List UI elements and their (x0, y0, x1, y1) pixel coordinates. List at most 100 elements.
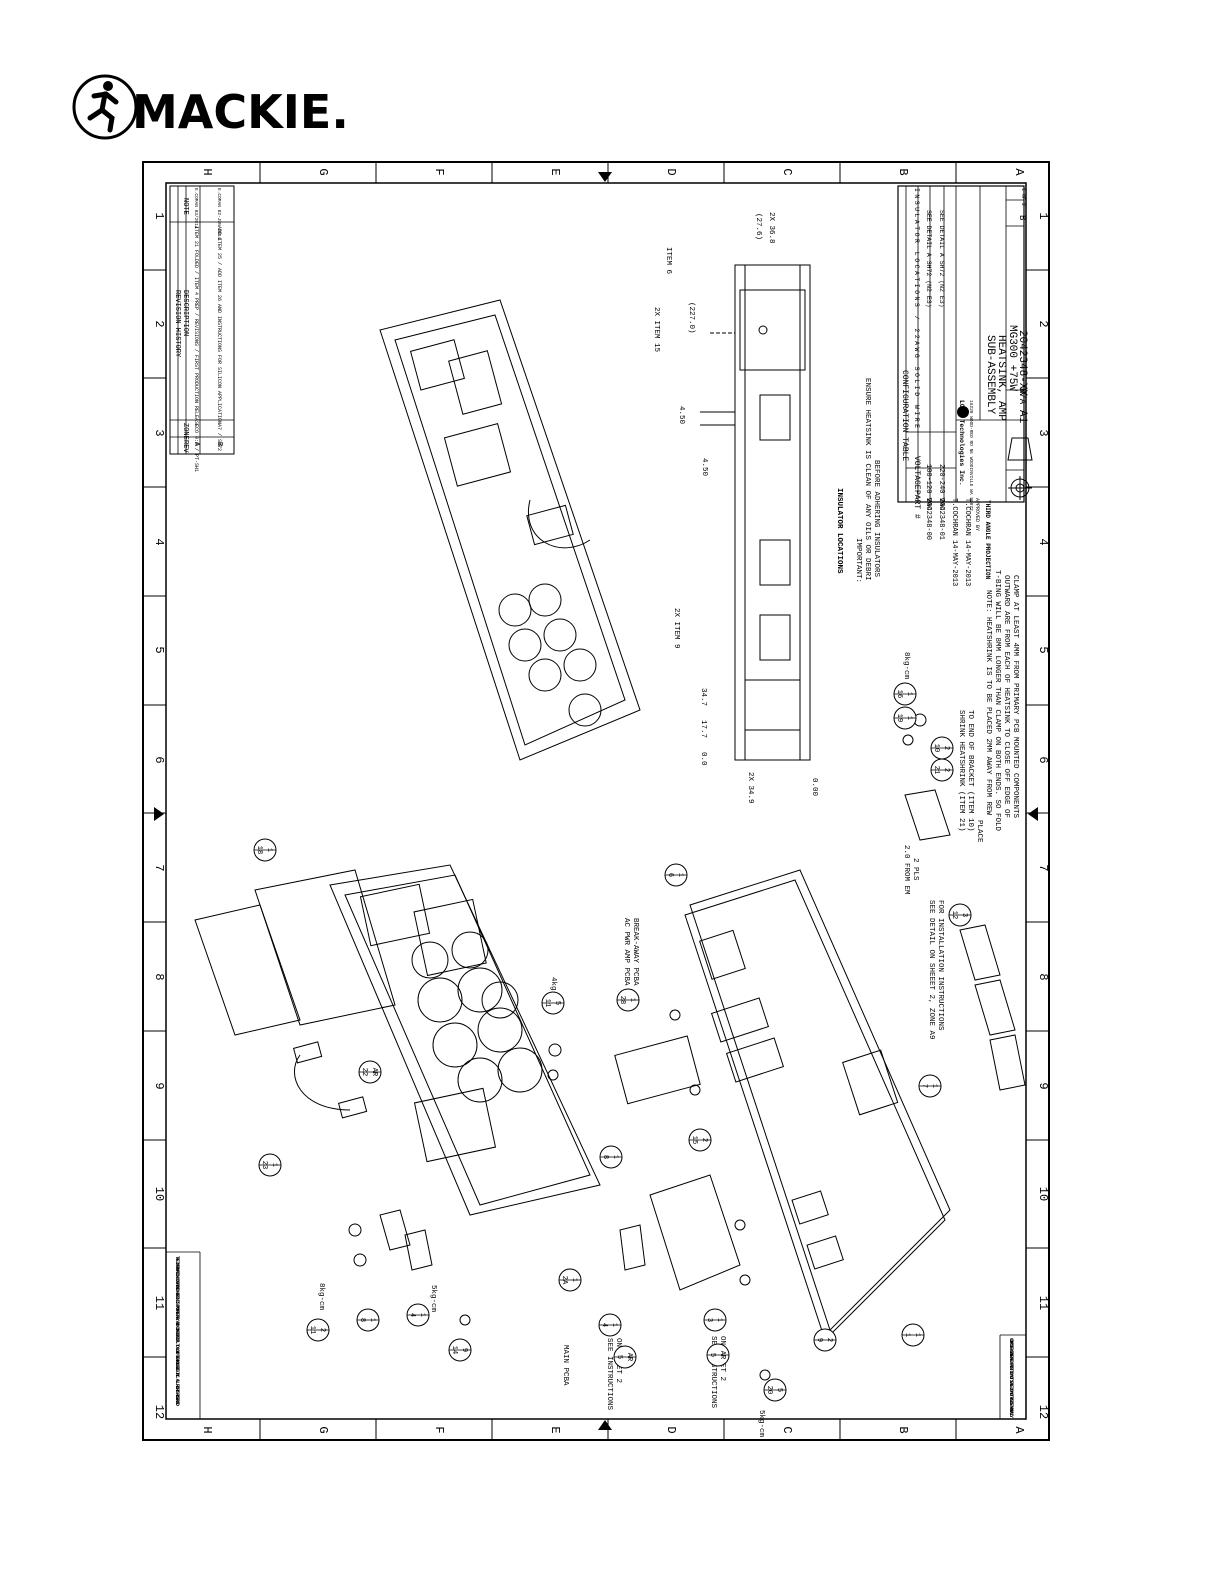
heatsink-plate (689, 869, 951, 1331)
balloon-quantity: 2 (942, 768, 950, 772)
approved-by: APPROVED BY (974, 498, 980, 531)
zone-col-12: 12 (152, 1405, 166, 1419)
balloon-quantity: 2 (942, 746, 950, 750)
balloon-quantity: 1 (628, 998, 636, 1002)
zone-row-d-top: D (664, 168, 678, 175)
balloon-quantity: 1 (265, 848, 273, 852)
zone-row-h-top: H (200, 168, 214, 175)
zone-col-10: 10 (152, 1187, 166, 1201)
zone-row-f-bottom: F (432, 1426, 446, 1433)
zone-header: ZONE (181, 423, 189, 440)
zone-col-10-right: 10 (1036, 1187, 1050, 1201)
balloon-quantity: AR (370, 1068, 378, 1077)
see-detail-line-1: SEE DETAIL ON SHEEET 2, ZONE A9 (927, 900, 935, 1040)
size-value: A1 (1016, 410, 1028, 424)
amp-pcba (614, 1035, 701, 1105)
config-table-title: CONFIGURATION TABLE (900, 370, 909, 461)
thermal-pad (619, 1224, 646, 1271)
zone-col-1-right: 1 (1036, 212, 1050, 219)
balloon-quantity: 1 (905, 716, 913, 720)
torque-4kg-cm: 4kg-cm (549, 977, 557, 1005)
rev-b-description: ADD ITEM 25 / ADD ITEM 26 AND INSTRUCTIO… (216, 226, 222, 424)
balloon-quantity: 1 (610, 1323, 618, 1327)
balloon-quantity: AR (718, 1351, 726, 1360)
zone-row-e-bottom: E (548, 1426, 562, 1433)
zone-col-6: 6 (152, 756, 166, 763)
dim-34-7: 34.7 (699, 688, 707, 706)
heatsink-plate-edge (684, 879, 946, 1341)
rev-b-zone: A7 / SH72 (216, 424, 222, 451)
assembly-chassis (379, 299, 641, 761)
main-pcb (329, 864, 601, 1216)
torque-8kg-cm-b: 8kg-cm (317, 1283, 325, 1311)
zone-col-9-right: 9 (1036, 1082, 1050, 1089)
center-arrows (154, 172, 1038, 1430)
balloon-item-number: 19 (895, 714, 903, 722)
balloon-item-number: 11 (543, 999, 551, 1007)
zone-col-4: 4 (152, 538, 166, 545)
balloon-quantity: 3 (960, 913, 968, 917)
see-instructions-2a: SEE INSTRUCTIONS (709, 1336, 717, 1409)
balloon-quantity: 1 (570, 1278, 578, 1282)
dim-0-0: 0.0 (699, 752, 707, 766)
note-header: NOTE (181, 198, 189, 215)
balloon-quantity: 1 (270, 1163, 278, 1167)
balloon-item-number: 9 (815, 1338, 823, 1342)
config-row2-voltage: 220-240 VAC (937, 464, 945, 510)
config-row1-part: 2042348-00 (924, 498, 932, 540)
balloon-quantity: AR (625, 1353, 633, 1362)
drawing-number: 2042348-XX (1016, 330, 1028, 396)
mackie-logo: MACKIE. (72, 74, 349, 140)
config-header-insulator: INSULATOR LOCATIONS / 22AWG SOLID WIRE (913, 188, 920, 428)
heatshrink-bracket (904, 789, 951, 841)
cable (294, 1054, 351, 1111)
balloon-item-number: 21 (932, 766, 940, 774)
balloon-quantity: 5 (553, 1001, 561, 1005)
torque-5kg-cm-a: 5kg-cm (429, 1285, 437, 1313)
revision-history-table: REVISION HISTORY REV ZONE DESCRIPTION NO… (169, 185, 235, 472)
heatsink-profile (734, 264, 811, 761)
balloon-quantity: 1 (418, 1313, 426, 1317)
revision-title: REVISION HISTORY (173, 290, 181, 358)
zone-col-4-right: 4 (1036, 538, 1050, 545)
rev-a: A (192, 442, 200, 447)
scale-value: N/A (1017, 388, 1027, 405)
shield-sheet (254, 869, 396, 1026)
balloon-item-number: 2A (560, 1276, 568, 1285)
balloon-item-number: 4 (408, 1313, 416, 1317)
balloon-item-number: 16 (895, 690, 903, 698)
side-elevation (700, 264, 811, 761)
balloon-item-number: 15 (690, 1136, 698, 1144)
balloon-item-number: 12 (950, 911, 958, 919)
transformer-1 (359, 883, 431, 947)
see-detail-line-2: FOR INSTALLATION INSTRUCTIONS (936, 900, 944, 1031)
config-row2-part: 2042348-01 (937, 498, 945, 540)
balloon-quantity: 1 (913, 1333, 921, 1337)
config-row1-voltage: 100-120 VAC (924, 464, 932, 510)
rev-a-description: ITEM 21 FOLDED / ITEM 4 PREP / REVISIONS… (193, 226, 199, 427)
config-header-part: PART # (912, 490, 921, 519)
balloon-item-number: 14 (450, 1346, 458, 1354)
zone-col-9: 9 (152, 1082, 166, 1089)
zone-col-6-right: 6 (1036, 756, 1050, 763)
title-line-3: MG300 +75W (1006, 325, 1018, 391)
from-em-label-2: 2 PLS (911, 858, 919, 881)
zone-col-3-right: 3 (1036, 429, 1050, 436)
zone-col-5: 5 (152, 646, 166, 653)
balloon-item-number: 8 (358, 1318, 366, 1322)
inner-frame (165, 182, 1027, 1420)
balloon-quantity: 1 (715, 1318, 723, 1322)
sheet-value: 1 OF 2 (1020, 188, 1026, 206)
